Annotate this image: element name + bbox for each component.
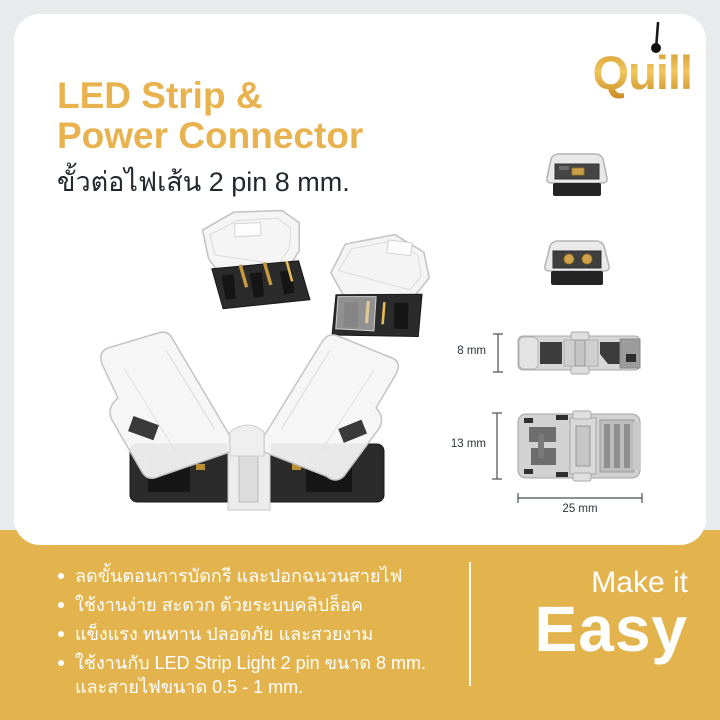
tagline: Make it Easy xyxy=(470,566,688,665)
tagline-line1: Make it xyxy=(591,566,688,599)
open-connectors-photo xyxy=(100,209,431,511)
feature-item: แข็งแรง ทนทาน ปลอดภัย และสวยงาม xyxy=(58,622,458,646)
dimension-label-25mm: 25 mm xyxy=(562,503,598,515)
page-title-line1: LED Strip & xyxy=(57,75,263,116)
dimension-label-8mm: 8 mm xyxy=(457,345,486,357)
feature-item: ลดขั้นตอนการบัดกรี และปอกฉนวนสายไฟ xyxy=(58,564,458,588)
feature-item: ใช้งานง่าย สะดวก ด้วยระบบคลิปล็อค xyxy=(58,593,458,617)
dimension-line-25mm xyxy=(517,493,643,503)
feature-text: ใช้งานกับ LED Strip Light 2 pin ขนาด 8 m… xyxy=(75,651,426,699)
connector-end-view-bottom xyxy=(544,240,610,285)
feature-item: ใช้งานกับ LED Strip Light 2 pin ขนาด 8 m… xyxy=(58,651,458,699)
connector-top-view-13mm xyxy=(517,410,641,482)
bullet-icon xyxy=(58,602,64,608)
page-title: LED Strip & Power Connector xyxy=(57,76,363,156)
quill-pen-icon xyxy=(651,22,661,53)
product-subtitle: ขั้วต่อไฟเส้น 2 pin 8 mm. xyxy=(57,167,350,197)
feature-text-line1: ใช้งานกับ LED Strip Light 2 pin ขนาด 8 m… xyxy=(75,653,427,673)
feature-text: แข็งแรง ทนทาน ปลอดภัย และสวยงาม xyxy=(75,624,374,644)
bullet-icon xyxy=(58,660,64,666)
bullet-icon xyxy=(58,573,64,579)
feature-list: ลดขั้นตอนการบัดกรี และปอกฉนวนสายไฟ ใช้งา… xyxy=(58,564,458,704)
dimension-line-13mm xyxy=(492,412,502,480)
footer-band xyxy=(0,530,720,720)
connector-top-view-8mm xyxy=(517,331,641,375)
brand-logo: Quill xyxy=(556,20,706,102)
bullet-icon xyxy=(58,631,64,637)
feature-text: ใช้งานง่าย สะดวก ด้วยระบบคลิปล็อค xyxy=(75,595,363,615)
brand-name: Quill xyxy=(592,46,693,99)
feature-text-line2: และสายไฟขนาด 0.5 - 1 mm. xyxy=(75,677,304,697)
connector-end-view-top xyxy=(546,153,608,196)
page-title-line2: Power Connector xyxy=(57,115,364,156)
dimension-label-13mm: 13 mm xyxy=(450,438,486,450)
tagline-line2: Easy xyxy=(534,593,688,665)
dimension-line-8mm xyxy=(493,333,503,373)
feature-text: ลดขั้นตอนการบัดกรี และปอกฉนวนสายไฟ xyxy=(75,566,403,586)
footer-divider-line xyxy=(469,562,471,686)
